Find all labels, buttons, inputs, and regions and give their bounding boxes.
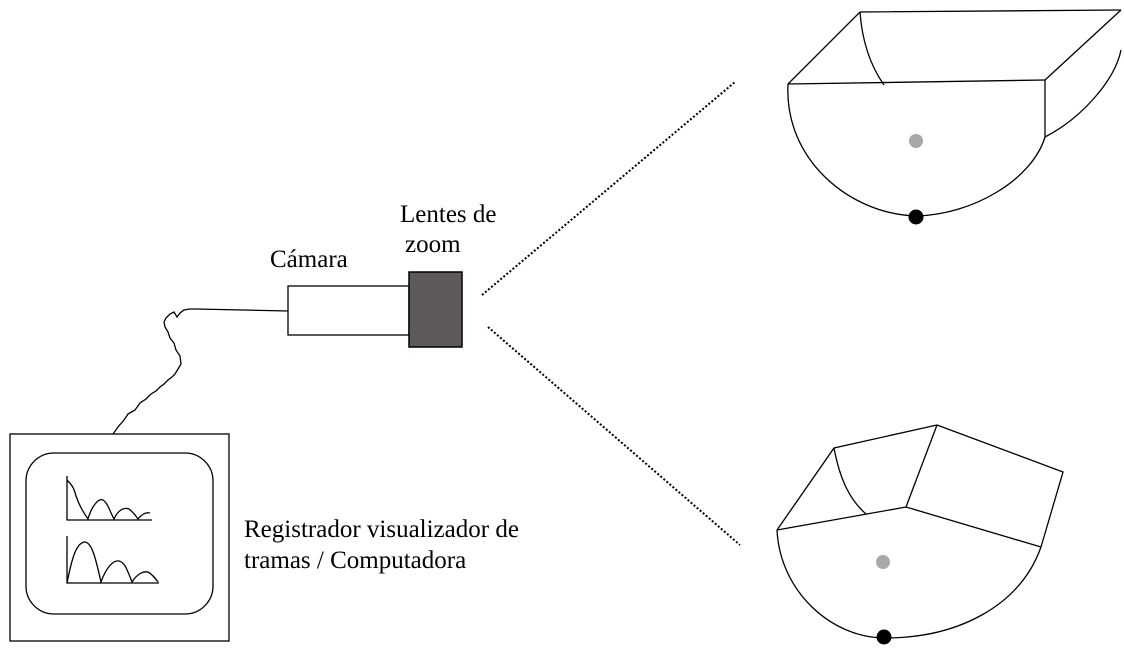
sight-line-lower <box>487 326 741 546</box>
camera-label: Cámara <box>270 246 348 273</box>
monitor-frame <box>9 433 230 642</box>
hemisphere-lower <box>776 424 1064 645</box>
recorder-label-line1: Registrador visualizador de <box>244 516 519 543</box>
ball-gray-upper <box>909 134 923 148</box>
ball-black-lower <box>876 629 892 645</box>
monitor-screen <box>25 452 214 615</box>
lens-label-line1: Lentes de <box>400 201 497 228</box>
lens-label-line2: zoom <box>405 231 461 258</box>
recorder-label-line2: tramas / Computadora <box>244 547 467 574</box>
waveform-bottom <box>66 536 159 585</box>
ball-black-upper <box>908 209 924 225</box>
recorder-monitor <box>9 433 230 642</box>
hemisphere-upper <box>787 9 1122 225</box>
camera-cable <box>112 308 289 435</box>
waveform-top <box>66 476 152 521</box>
sight-line-upper <box>481 81 736 296</box>
ball-gray-lower <box>876 555 890 569</box>
zoom-lens <box>408 271 463 348</box>
camera-body <box>287 285 410 336</box>
